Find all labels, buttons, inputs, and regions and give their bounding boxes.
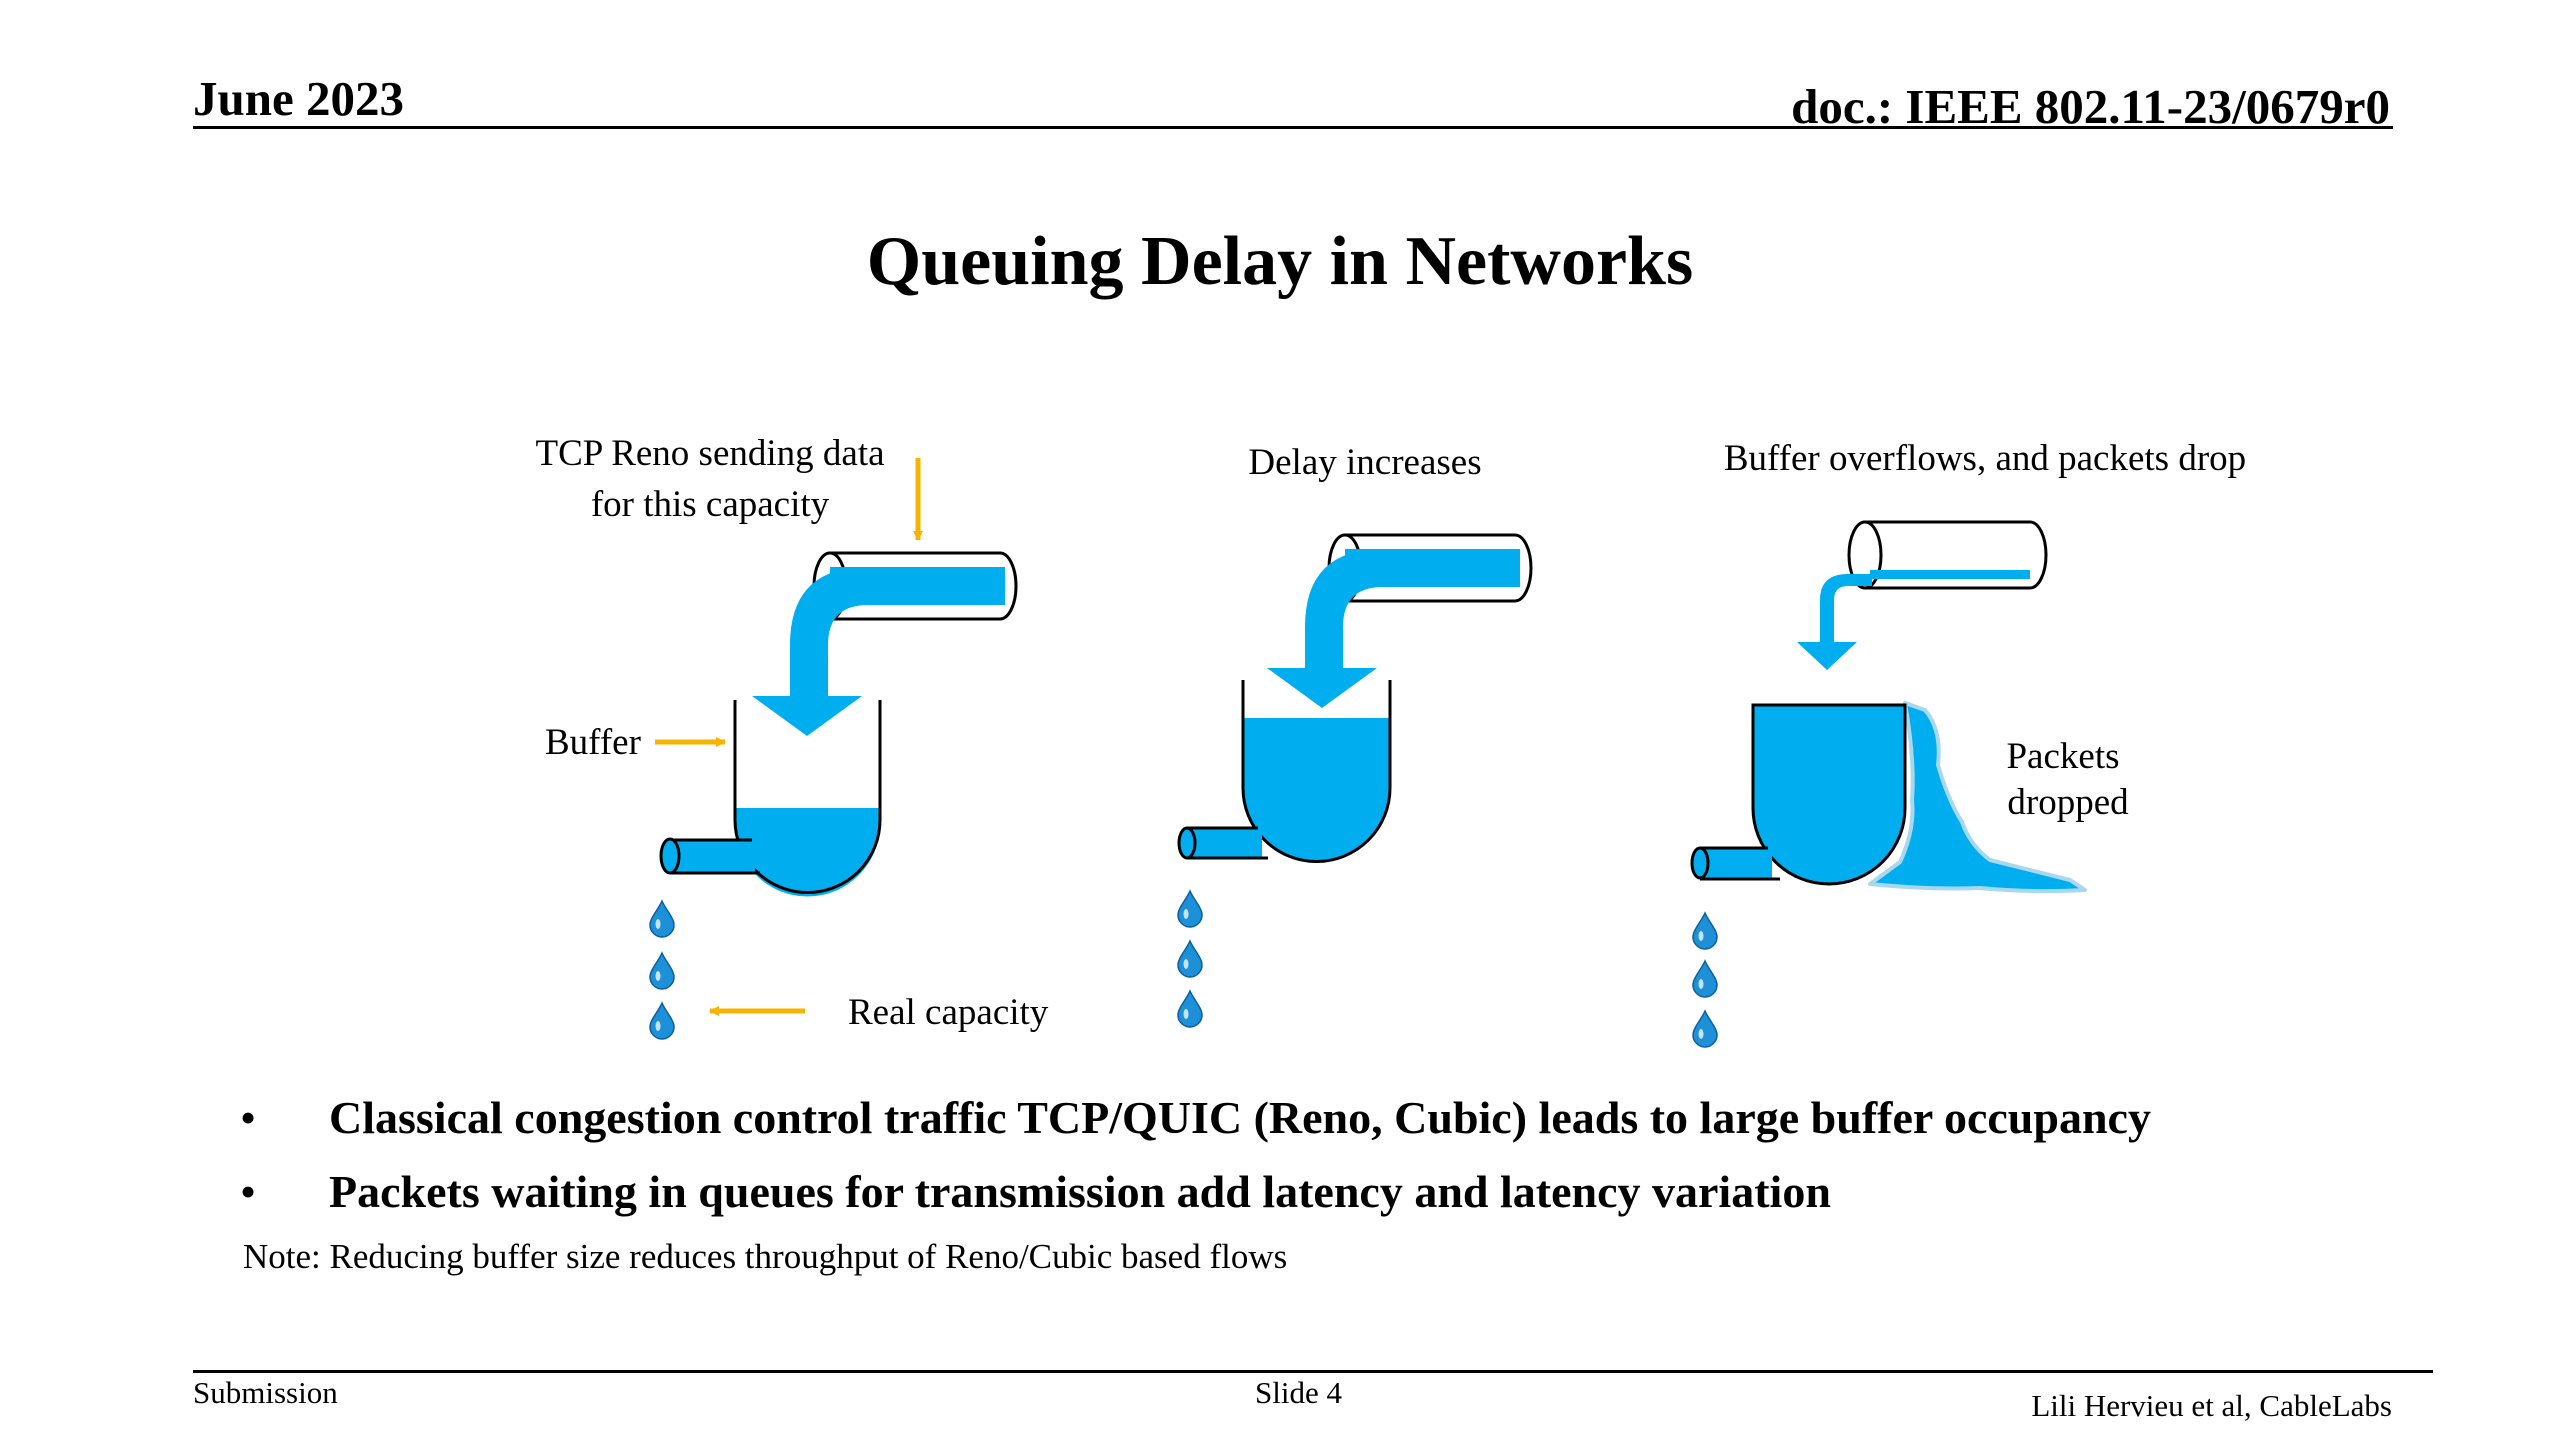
outlet-pipe-icon xyxy=(1690,846,1780,881)
header-doc-id: doc.: IEEE 802.11-23/0679r0 xyxy=(1791,79,2390,134)
flow-arrow-icon xyxy=(752,567,1005,736)
water-drop-icon xyxy=(1177,990,1203,1028)
footer-submission: Submission xyxy=(193,1375,338,1410)
panel-2: Delay increases xyxy=(1177,442,1533,1028)
capacity-label: Real capacity xyxy=(848,992,1049,1033)
flow-arrow-icon xyxy=(1267,549,1520,708)
bullet-item: • Packets waiting in queues for transmis… xyxy=(240,1164,2151,1220)
water-drop-icon xyxy=(649,1002,675,1040)
water-drop-icon xyxy=(1177,940,1203,978)
buffer-label: Buffer xyxy=(545,722,641,763)
header-divider xyxy=(193,126,2393,129)
water-drop-icon xyxy=(1177,890,1203,928)
inlet-pipe-icon xyxy=(1847,520,2048,590)
outlet-pipe-icon xyxy=(659,837,760,875)
water-drop-icon xyxy=(649,900,675,938)
bullet-list: • Classical congestion control traffic T… xyxy=(240,1090,2151,1238)
panel-3: Buffer overflows, and packets drop Packe… xyxy=(1690,438,2246,1048)
panel1-label-line2: for this capacity xyxy=(591,484,830,525)
dropped-label-line2: dropped xyxy=(2007,782,2129,823)
flow-arrow-icon xyxy=(1797,574,1872,670)
slide-title: Queuing Delay in Networks xyxy=(866,223,1694,300)
bullet-marker: • xyxy=(240,1092,257,1143)
bucket-icon xyxy=(1751,703,1907,886)
dropped-label-line1: Packets xyxy=(2006,736,2119,777)
header-date: June 2023 xyxy=(193,71,405,126)
water-drop-icon xyxy=(1692,960,1718,998)
outlet-pipe-icon xyxy=(1177,826,1268,860)
footer-authors: Lili Hervieu et al, CableLabs xyxy=(2031,1388,2392,1423)
panel2-label: Delay increases xyxy=(1248,442,1481,483)
water-drop-icon xyxy=(1692,1010,1718,1048)
bullet-text: Packets waiting in queues for transmissi… xyxy=(329,1166,1831,1217)
footer-divider xyxy=(193,1370,2433,1373)
overflow-spill xyxy=(1868,701,2087,894)
water-drop-icon xyxy=(649,952,675,990)
bullet-item: • Classical congestion control traffic T… xyxy=(240,1090,2151,1146)
panel1-label-line1: TCP Reno sending data xyxy=(535,433,884,474)
panel3-label: Buffer overflows, and packets drop xyxy=(1724,438,2246,479)
bucket-icon xyxy=(1241,680,1392,863)
footer-slide-number: Slide 4 xyxy=(1255,1375,1342,1410)
note-text: Note: Reducing buffer size reduces throu… xyxy=(243,1237,1288,1276)
panel-1: TCP Reno sending data for this capacity … xyxy=(535,433,1049,1040)
bullet-marker: • xyxy=(240,1166,257,1217)
water-drop-icon xyxy=(1692,912,1718,950)
bullet-text: Classical congestion control traffic TCP… xyxy=(329,1092,2151,1143)
queuing-diagram: TCP Reno sending data for this capacity … xyxy=(535,433,2246,1048)
